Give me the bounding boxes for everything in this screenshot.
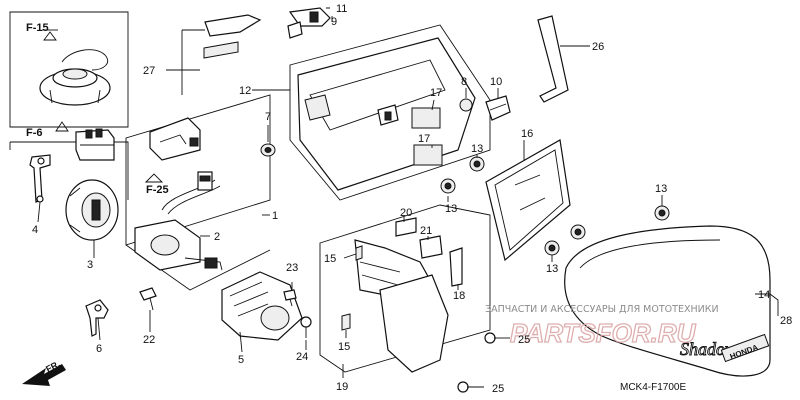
label-13-a: 13 (471, 143, 483, 155)
part-labels: 11 9 27 12 7 8 10 26 17 17 16 13 13 13 1… (32, 3, 792, 395)
label-7: 7 (265, 111, 271, 123)
label-2: 2 (214, 231, 220, 243)
label-16: 16 (521, 128, 533, 140)
ref-box-f15: F-15 (9, 11, 129, 128)
grommet-part-7 (260, 143, 276, 157)
screw-25-a (484, 332, 510, 344)
label-1: 1 (272, 210, 278, 222)
label-17-a: 17 (430, 87, 442, 99)
label-10: 10 (490, 76, 502, 88)
label-18: 18 (453, 290, 465, 302)
label-3: 3 (87, 259, 93, 271)
label-15-b: 15 (338, 341, 350, 353)
ref-f15-text: F-15 (26, 22, 49, 34)
label-26: 26 (592, 41, 604, 53)
left-cover-box (289, 24, 491, 201)
bolt-part-23 (283, 289, 297, 307)
ref-f6-text: F-6 (26, 127, 43, 139)
label-22: 22 (143, 334, 155, 346)
gasket-sheet-part-16 (485, 139, 571, 262)
ignition-switch (134, 171, 223, 271)
key-part-6 (85, 299, 109, 337)
label-21: 21 (420, 225, 432, 237)
gasket-13-a (469, 156, 485, 172)
decal-part-27 (181, 14, 262, 95)
gasket-13-b (440, 178, 456, 194)
cover-part-5 (221, 271, 303, 341)
label-14: 14 (758, 289, 770, 301)
label-12: 12 (239, 85, 251, 97)
ref-f25-text: F-25 (146, 184, 169, 196)
label-20: 20 (400, 207, 412, 219)
label-5: 5 (238, 354, 244, 366)
front-arrow-icon: FR. (22, 359, 66, 386)
lock-cylinder-part-3 (65, 179, 119, 241)
nut-part-8 (459, 98, 473, 112)
strap-part-26 (537, 15, 569, 103)
ref-box-f6: F-6 (9, 121, 129, 200)
right-side-cover: Shadow HONDA (564, 225, 771, 377)
label-24: 24 (296, 351, 308, 363)
label-13-c: 13 (655, 183, 667, 195)
gasket-13-c (654, 205, 670, 221)
label-19: 19 (336, 381, 348, 393)
label-6: 6 (96, 343, 102, 355)
ref-box-f25: F-25 (125, 94, 271, 291)
gasket-extra (570, 224, 586, 240)
label-25-a: 25 (518, 334, 530, 346)
label-23: 23 (286, 262, 298, 274)
screw-part-22 (139, 287, 157, 311)
bracket-part-4 (29, 154, 51, 203)
screw-25-b (457, 381, 484, 393)
label-13-b: 13 (445, 203, 457, 215)
key-tag-part-9 (287, 7, 331, 39)
clip-part-10 (485, 95, 511, 121)
label-11: 11 (336, 3, 347, 15)
screw-part-24 (300, 316, 312, 338)
gasket-13-d (544, 240, 560, 256)
watermark-logo: PARTSFOR.RU (510, 318, 697, 348)
lower-bracket-box (319, 204, 491, 373)
leader-lines (37, 7, 779, 378)
label-15-a: 15 (324, 253, 336, 265)
diagram-code: MCK4-F1700E (620, 382, 686, 393)
label-25-b: 25 (492, 383, 504, 395)
label-13-d: 13 (546, 263, 558, 275)
label-4: 4 (32, 224, 38, 236)
label-17-b: 17 (418, 133, 430, 145)
label-28: 28 (780, 315, 792, 327)
label-27: 27 (143, 65, 155, 77)
watermark-text: ЗАПЧАСТИ И АКСЕССУАРЫ ДЛЯ МОТОТЕХНИКИ (485, 304, 719, 315)
label-9: 9 (331, 16, 337, 28)
label-8: 8 (461, 76, 467, 88)
